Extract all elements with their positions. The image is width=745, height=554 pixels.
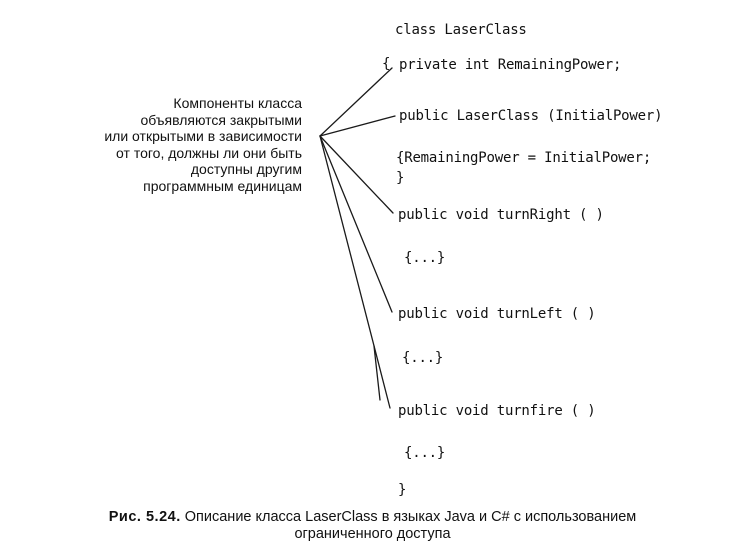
connector-private-field <box>319 67 393 137</box>
code-method-turn-left: public void turnLeft ( ) <box>398 306 596 322</box>
code-close-brace: } <box>398 482 407 498</box>
figure-caption: Рис. 5.24. Описание класса LaserClass в … <box>20 509 725 543</box>
code-private-field: private int RemainingPower; <box>399 57 622 73</box>
annotation-line: Компоненты класса <box>173 95 302 111</box>
code-method-turn-right: public void turnRight ( ) <box>398 207 604 223</box>
code-body-turn-right: {...} <box>404 250 446 266</box>
connector-turn-left <box>319 135 393 313</box>
code-constructor-close: } <box>396 170 405 186</box>
annotation-line: или открытыми в зависимости <box>104 128 302 144</box>
connector-turn-right <box>319 135 394 214</box>
annotation-line: доступны другим <box>190 161 302 177</box>
annotation-line: от того, должны ли они быть <box>116 144 302 161</box>
code-class-declaration: class LaserClass <box>395 22 527 38</box>
code-open-brace: { <box>382 56 391 72</box>
caption-line-1: Рис. 5.24. Описание класса LaserClass в … <box>20 509 725 526</box>
code-body-turn-left: {...} <box>402 350 444 366</box>
access-modifier-annotation: Компоненты класса объявляются закрытыми … <box>40 95 302 194</box>
connector-turn-fire-tail <box>373 345 381 401</box>
annotation-line: программным единицам <box>143 177 302 194</box>
connector-turn-fire <box>319 135 391 409</box>
connector-constructor <box>319 115 396 137</box>
code-constructor-signature: public LaserClass (InitialPower) <box>399 108 663 124</box>
code-body-turn-fire: {...} <box>404 445 446 461</box>
annotation-line: объявляются закрытыми <box>140 111 302 128</box>
caption-text-2: ограниченного доступа <box>294 526 451 542</box>
caption-text-1: Описание класса LaserClass в языках Java… <box>184 509 637 525</box>
caption-label: Рис. 5.24. <box>108 509 181 525</box>
code-constructor-body: {RemainingPower = InitialPower; <box>396 150 652 166</box>
code-method-turn-fire: public void turnfire ( ) <box>398 403 596 419</box>
